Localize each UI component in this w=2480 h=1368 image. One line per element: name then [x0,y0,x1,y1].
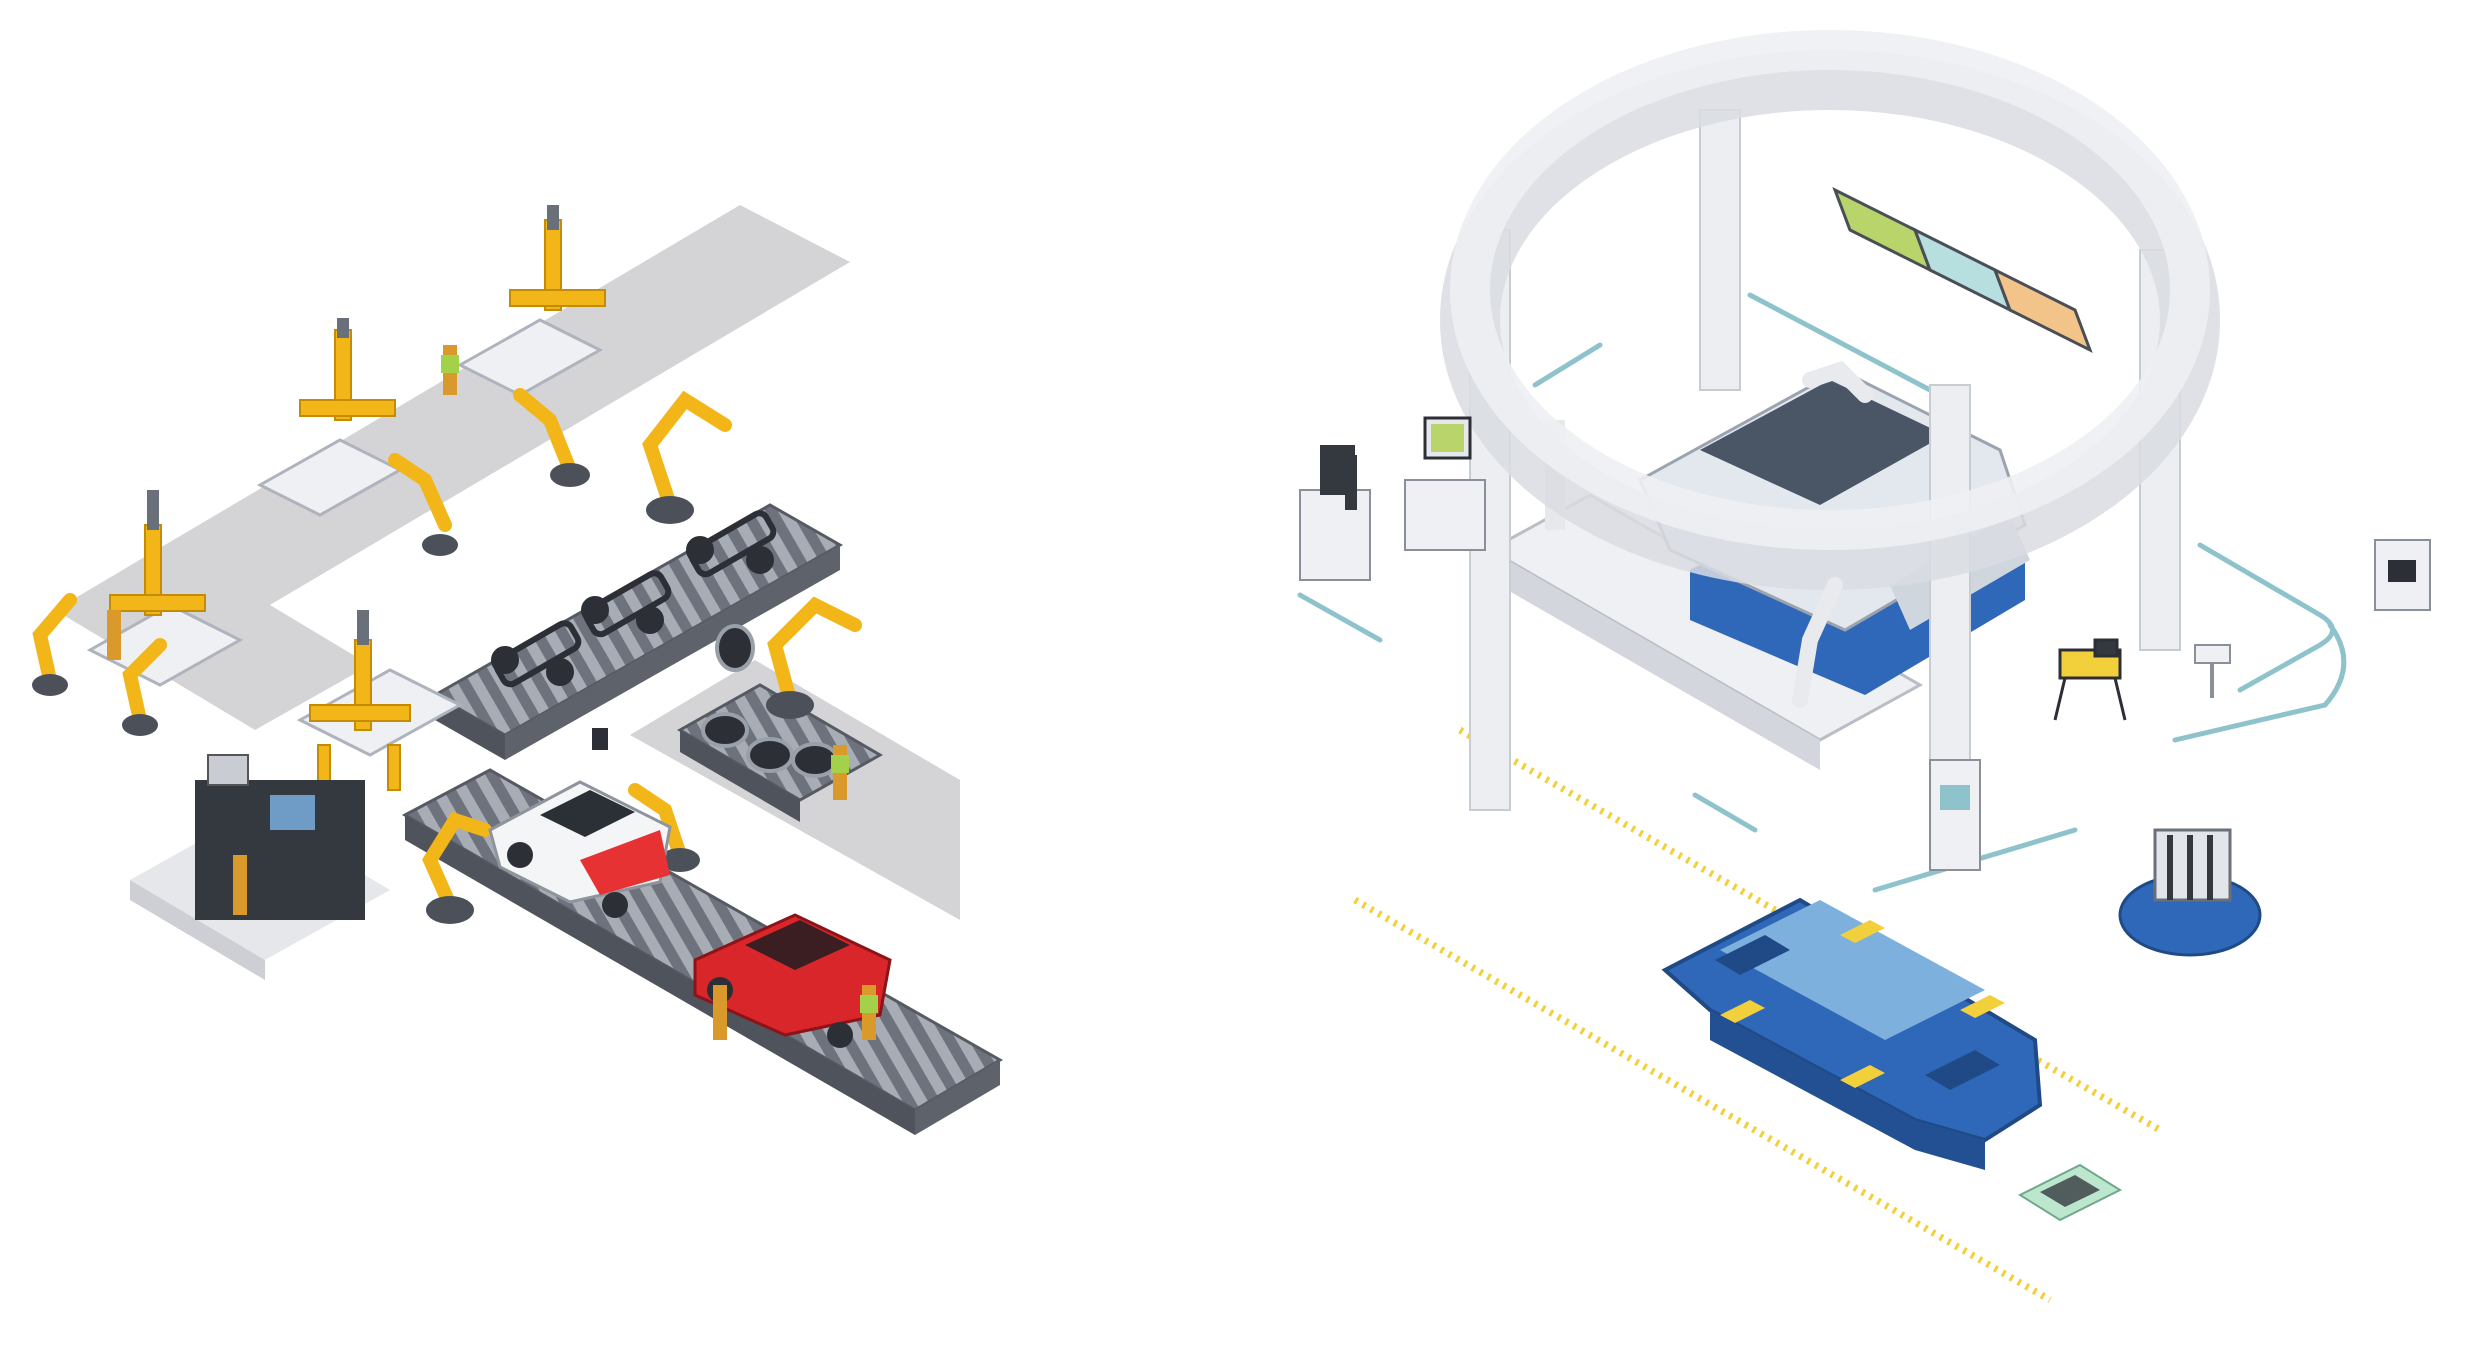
small-dark-box [592,728,608,750]
cooling-unit [1299,445,1371,581]
robot-arms [32,388,862,912]
floor-strip-top [55,205,850,667]
worker-vests [441,355,878,1013]
status-panels [1832,186,2093,354]
overhead-track [1440,30,2220,836]
tires [701,624,839,778]
large-agv [1661,897,2043,1170]
floor-qr-marker [2017,1163,2123,1222]
robot-bases [32,463,814,924]
chassis-frames [491,510,777,688]
assembly-line-scene [32,205,1003,1135]
terminal-kiosk [1929,759,1981,871]
kiosk-monitor [1404,416,1486,551]
control-pad [2194,644,2231,698]
robot-dog [2053,638,2127,721]
gantry-robots [109,219,606,791]
battery-agv [2118,828,2262,957]
automated-station-scene [1297,30,2431,1304]
station-robot-arms [1792,360,1873,708]
agv-guide-lines [1353,726,2162,1304]
white-red-car [488,780,672,918]
control-station [130,754,390,980]
gantry-columns [147,205,559,645]
charging-station [2374,539,2431,611]
red-car [693,913,892,1048]
